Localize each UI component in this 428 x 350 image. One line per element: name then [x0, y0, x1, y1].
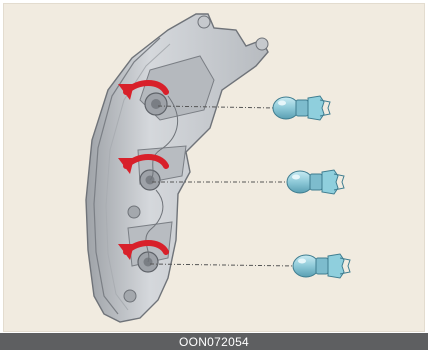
bulb-replacement-diagram	[0, 0, 428, 333]
bulb-bottom	[293, 254, 350, 278]
bulb-top	[273, 96, 330, 120]
tail-lamp-housing	[86, 14, 268, 322]
bulb-middle	[287, 170, 344, 194]
caption-bar: OON072054	[0, 333, 428, 350]
leader-line-bottom	[150, 264, 296, 266]
figure-code: OON072054	[179, 335, 249, 349]
